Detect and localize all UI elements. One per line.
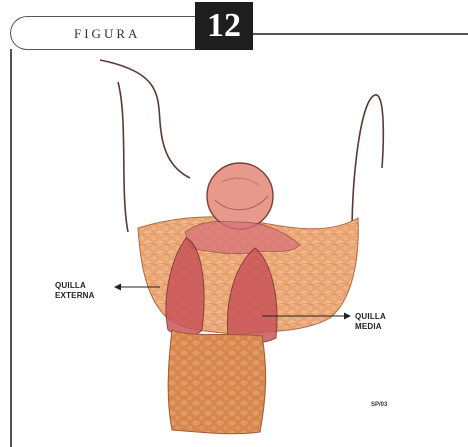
label-quilla-externa-line2: EXTERNA: [55, 291, 95, 301]
label-quilla-externa-line1: QUILLA: [55, 281, 95, 291]
label-quilla-media: QUILLA MEDIA: [355, 312, 386, 332]
round-structure: [207, 163, 273, 229]
left-contour: [100, 60, 190, 178]
lower-tissue: [168, 330, 265, 434]
label-quilla-media-line2: MEDIA: [355, 322, 386, 332]
right-curve: [352, 95, 383, 234]
label-quilla-media-line1: QUILLA: [355, 312, 386, 322]
artist-credit: SP/03: [371, 402, 387, 408]
label-quilla-externa: QUILLA EXTERNA: [55, 281, 95, 301]
